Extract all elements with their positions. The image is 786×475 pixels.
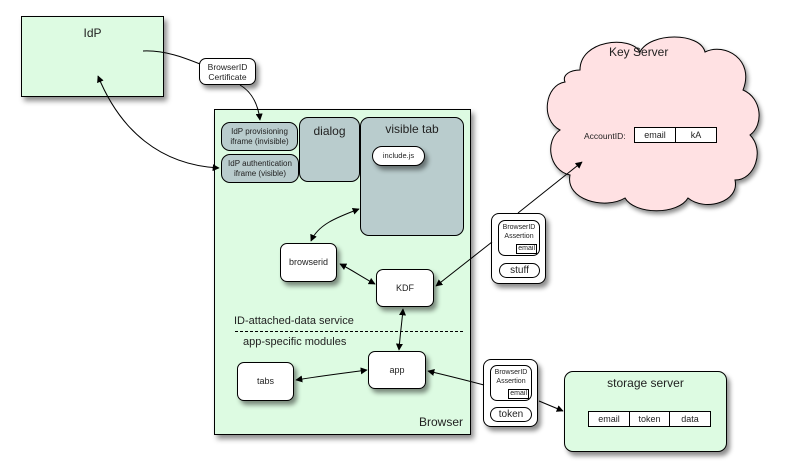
- app-box: app: [368, 351, 426, 389]
- storage-col-data: data: [681, 414, 699, 424]
- browserid-box: browserid: [280, 243, 337, 282]
- kdf-label: KDF: [396, 283, 414, 293]
- certificate-line2: Certificate: [208, 72, 247, 82]
- tabs-box: tabs: [237, 362, 294, 401]
- storage-server-table: email token data: [588, 411, 711, 427]
- key-server-title: Key Server: [609, 45, 669, 59]
- arrow-visibletab-browserid: [310, 207, 360, 242]
- storage-col-email: email: [589, 412, 630, 426]
- arrow-browserid-kdf: [339, 263, 376, 285]
- visible-tab-box: visible tab: [360, 117, 464, 236]
- arrow-idp-authentication: [97, 75, 220, 172]
- idp-title: IdP: [83, 26, 102, 40]
- dialog-box: dialog: [299, 117, 360, 182]
- arrow-token-to-app: [427, 369, 485, 386]
- key-server-col-ka: kA: [690, 130, 702, 140]
- idp-authentication-iframe: IdP authentication iframe (visible): [221, 154, 299, 183]
- assertion-line2: Assertion: [496, 378, 526, 385]
- key-server-account-label: AccountID:: [584, 131, 626, 141]
- browserid-label: browserid: [288, 257, 328, 267]
- browser-label: Browser: [418, 415, 463, 429]
- email-tag: email: [516, 244, 537, 254]
- layer-label-id-attached-data-service: ID-attached-data service: [234, 315, 354, 327]
- message-token-bundle: BrowserID Assertion email token: [483, 359, 538, 427]
- layer-divider: [235, 331, 463, 332]
- storage-server-title: storage server: [607, 376, 684, 390]
- assertion-line2: Assertion: [504, 233, 534, 240]
- authentication-iframe-line1: IdP authentication: [228, 159, 292, 168]
- arrow-certificate-to-provisioning: [239, 84, 263, 121]
- provisioning-iframe-line2: iframe (invisible): [230, 137, 289, 146]
- idp-box: IdP: [21, 16, 164, 97]
- idp-provisioning-iframe: IdP provisioning iframe (invisible): [221, 122, 298, 151]
- dialog-title: dialog: [313, 124, 346, 138]
- token-label: token: [498, 409, 524, 420]
- arrow-token-to-storage: [538, 400, 564, 412]
- connector-idp-certificate: [142, 50, 201, 65]
- stuff-pill: stuff: [499, 263, 540, 278]
- arrow-kdf-app: [395, 308, 407, 351]
- assertion-box-stuff: BrowserID Assertion email: [498, 220, 540, 256]
- certificate-line1: BrowserID: [207, 62, 248, 72]
- storage-col-token: token: [630, 412, 670, 426]
- visible-tab-title: visible tab: [385, 122, 439, 136]
- key-server-col-email: email: [635, 128, 676, 142]
- stuff-label: stuff: [510, 265, 529, 276]
- app-label: app: [389, 365, 405, 375]
- token-pill: token: [490, 407, 532, 422]
- key-server-cloud: [546, 36, 760, 212]
- arrow-tabs-app: [295, 367, 368, 383]
- tabs-label: tabs: [256, 376, 274, 386]
- connector-keyserver-stuff: [517, 161, 583, 214]
- assertion-line1: BrowserID: [502, 224, 536, 231]
- email-tag: email: [508, 389, 529, 399]
- include-js-box: include.js: [372, 146, 425, 166]
- message-stuff-bundle: BrowserID Assertion email stuff: [491, 213, 546, 284]
- cloud-shape: [546, 36, 760, 212]
- include-js-label: include.js: [382, 151, 415, 160]
- layer-label-app-specific-modules: app-specific modules: [243, 336, 347, 348]
- key-server-table: email kA: [634, 127, 717, 143]
- kdf-box: KDF: [376, 269, 434, 307]
- authentication-iframe-line2: iframe (visible): [233, 169, 286, 178]
- assertion-box-token: BrowserID Assertion email: [490, 365, 532, 401]
- assertion-line1: BrowserID: [494, 369, 528, 376]
- arrow-stuff-to-kdf: [435, 241, 493, 287]
- provisioning-iframe-line1: IdP provisioning: [231, 127, 288, 136]
